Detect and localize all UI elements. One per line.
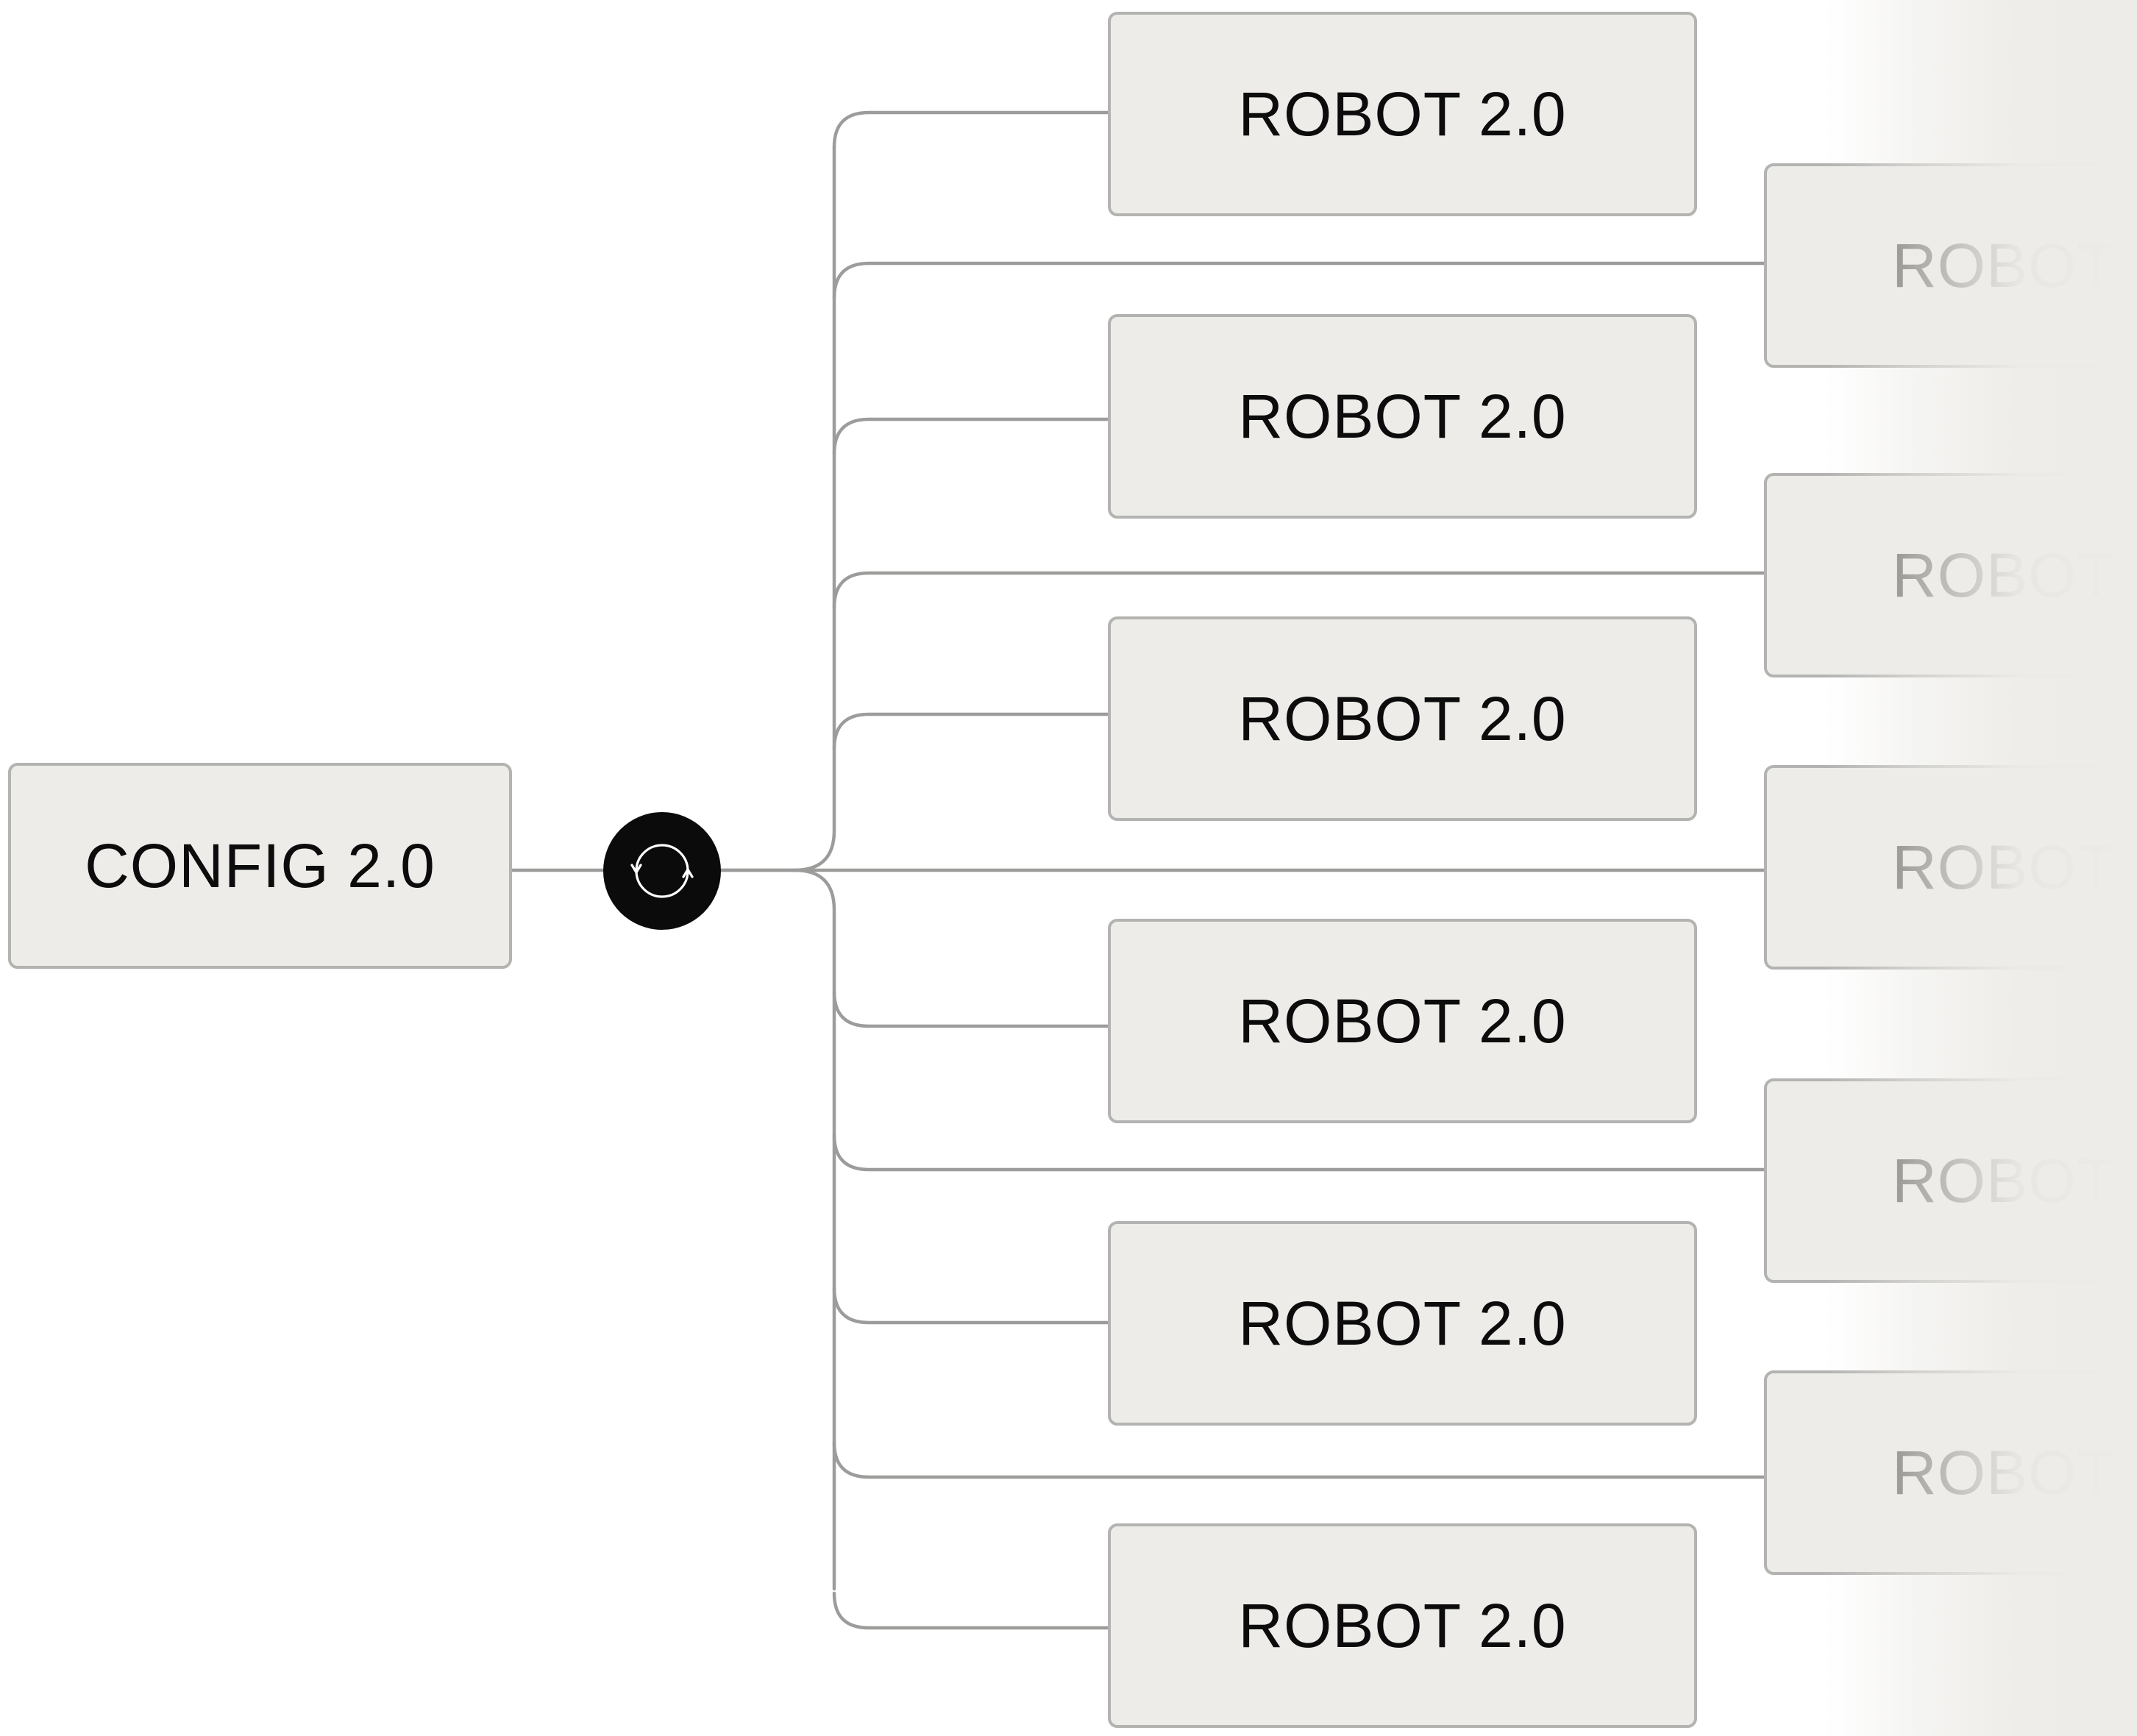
config-node-label: CONFIG 2.0: [85, 830, 435, 900]
robot-node-label: ROBOT 2.0: [1238, 1590, 1567, 1660]
faded-robot-node[interactable]: ROBOT 2.0: [1764, 163, 2137, 368]
connector-trunk-down: [792, 868, 836, 1591]
robot-node[interactable]: ROBOT 2.0: [1108, 919, 1697, 1123]
sync-icon: [630, 844, 694, 898]
robot-node[interactable]: ROBOT 2.0: [1108, 1221, 1697, 1426]
robot-node[interactable]: ROBOT 2.0: [1108, 616, 1697, 821]
connector-robot-4: [832, 989, 1110, 1028]
faded-robot-node-label: ROBOT 2.0: [1892, 832, 2137, 902]
robot-node[interactable]: ROBOT 2.0: [1108, 12, 1697, 216]
robot-node-label: ROBOT 2.0: [1238, 1288, 1567, 1358]
connector-trunk-up: [792, 145, 836, 872]
faded-robot-node-label: ROBOT 2.0: [1892, 1145, 2137, 1215]
connector-robot-6: [832, 1591, 1110, 1630]
robot-node-label: ROBOT 2.0: [1238, 79, 1567, 149]
config-node[interactable]: CONFIG 2.0: [8, 763, 512, 969]
faded-robot-node-label: ROBOT 2.0: [1892, 540, 2137, 610]
faded-robot-node[interactable]: ROBOT 2.0: [1764, 765, 2137, 970]
faded-robot-node[interactable]: ROBOT 2.0: [1764, 1078, 2137, 1283]
faded-robot-node[interactable]: ROBOT 2.0: [1764, 1370, 2137, 1575]
connector-robot-5: [832, 1286, 1110, 1325]
connector-faded-4: [832, 1133, 1766, 1172]
connector-faded-5: [832, 1440, 1766, 1479]
robot-node[interactable]: ROBOT 2.0: [1108, 1523, 1697, 1728]
sync-hub-button[interactable]: [603, 812, 721, 930]
faded-robot-node-label: ROBOT 2.0: [1892, 230, 2137, 300]
connector-robot-2: [832, 417, 1110, 456]
connector-robot-1: [832, 110, 1110, 149]
robot-node-label: ROBOT 2.0: [1238, 683, 1567, 753]
connector-faded-2: [832, 571, 1766, 610]
robot-node[interactable]: ROBOT 2.0: [1108, 314, 1697, 519]
faded-robot-node-label: ROBOT 2.0: [1892, 1437, 2137, 1507]
connector-faded-1: [832, 261, 1766, 300]
robot-node-label: ROBOT 2.0: [1238, 381, 1567, 451]
connector-robot-3: [832, 712, 1110, 751]
faded-robot-node[interactable]: ROBOT 2.0: [1764, 473, 2137, 677]
robot-node-label: ROBOT 2.0: [1238, 986, 1567, 1056]
